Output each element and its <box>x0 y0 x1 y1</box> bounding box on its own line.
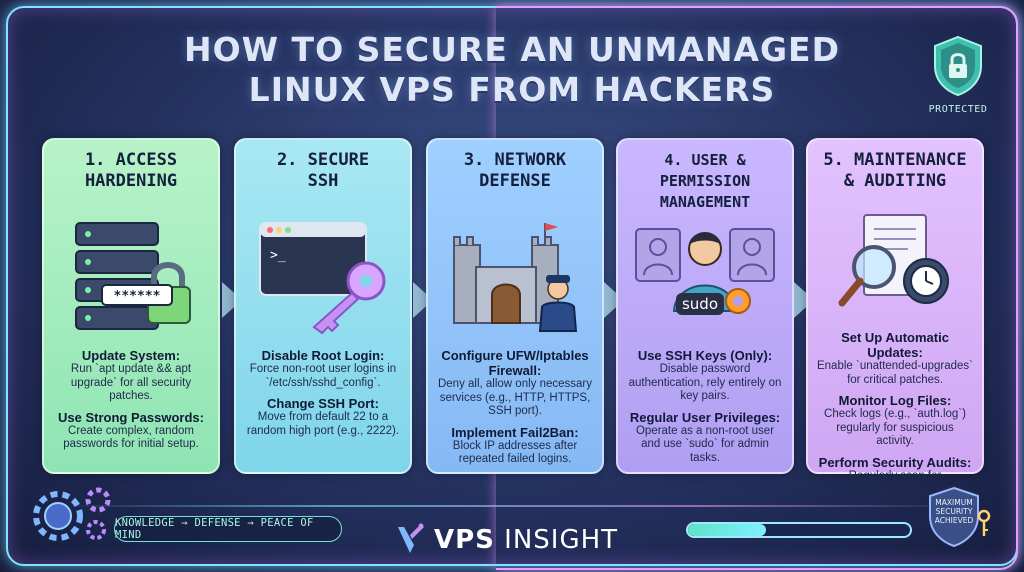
step-card-access-hardening: 1. ACCESS HARDENING ****** Update System… <box>42 138 220 474</box>
step-heading: 1. ACCESS HARDENING <box>52 150 210 206</box>
server-padlock-icon: ****** <box>52 206 210 344</box>
step-item-title: Perform Security Audits: <box>818 454 972 470</box>
vps-insight-logo-icon <box>398 523 424 553</box>
step-item-desc: Deny all, allow only necessary services … <box>437 378 593 417</box>
step-heading-text: 3. NETWORK DEFENSE <box>463 150 567 191</box>
step-item-title: Update System: <box>81 348 181 363</box>
brand-wordmark: VPS INSIGHT <box>434 525 618 555</box>
gears-icon <box>26 480 116 550</box>
brand-logo: VPS INSIGHT <box>396 520 618 560</box>
step-item-desc: Run `apt update && apt upgrade` for all … <box>70 363 192 402</box>
protected-badge: PROTECTED <box>923 34 993 124</box>
security-progress-bar <box>686 522 912 538</box>
brand-bold: VPS <box>434 525 495 555</box>
page-title: HOW TO SECURE AN UNMANAGED LINUX VPS FRO… <box>0 30 1024 110</box>
step-heading-text: 2. SECURE SSH <box>276 150 370 191</box>
brand-rest: INSIGHT <box>494 525 619 555</box>
step-card-maintenance-auditing: 5. MAINTENANCE & AUDITING Set Up Automat… <box>806 138 984 509</box>
password-mask: ****** <box>114 289 161 304</box>
max-security-text: MAXIMUM SECURITY ACHIEVED <box>934 498 974 525</box>
step-item-desc: Check logs (e.g., `auth.log`) regularly … <box>824 408 966 447</box>
step-item-title: Disable Root Login: <box>261 348 385 363</box>
step-card-secure-ssh: 2. SECURE SSH >_ Disable Root Login: For… <box>234 138 412 474</box>
users-sudo-icon: sudo <box>626 206 784 344</box>
step-item-title: Use SSH Keys (Only): <box>637 348 773 363</box>
step-item-title: Use Strong Passwords: <box>58 409 204 425</box>
step-heading: 5. MAINTENANCE & AUDITING <box>816 150 974 206</box>
protected-label: PROTECTED <box>928 104 988 115</box>
step-item-desc: Disable password authentication, rely en… <box>628 363 782 402</box>
step-item-desc: Create complex, random passwords for ini… <box>63 424 199 451</box>
step-item-title: Monitor Log Files: <box>838 393 952 408</box>
step-item-title: Regular User Privileges: <box>629 409 781 425</box>
step-heading: 3. NETWORK DEFENSE <box>436 150 594 206</box>
step-item-desc: Enable `unattended-upgrades` for critica… <box>816 360 973 386</box>
step-heading-text: 5. MAINTENANCE & AUDITING <box>823 150 967 191</box>
security-progress-fill <box>688 524 766 536</box>
step-heading: 4. USER & PERMISSION MANAGEMENT <box>626 150 784 211</box>
step-heading: 2. SECURE SSH <box>244 150 402 206</box>
step-item-title: Set Up Automatic Updates: <box>841 330 949 360</box>
step-item-title: Change SSH Port: <box>267 396 379 411</box>
step-card-network-defense: 3. NETWORK DEFENSE Configure UFW/Iptable… <box>426 138 604 474</box>
glow-frame <box>6 6 1018 570</box>
castle-guard-icon <box>436 206 594 344</box>
step-item-title: Configure UFW/Iptables Firewall: <box>441 348 589 378</box>
audit-magnifier-clock-icon <box>816 206 974 326</box>
sudo-label: sudo <box>682 295 718 313</box>
lock-shield-icon <box>934 35 982 97</box>
shield-key-icon <box>929 486 991 548</box>
max-security-badge: MAXIMUM SECURITY ACHIEVED <box>926 486 991 548</box>
step-heading-text: 4. USER & PERMISSION MANAGEMENT <box>659 151 751 211</box>
step-item-desc: Operate as a non-root user and use `sudo… <box>635 424 775 464</box>
terminal-prompt: >_ <box>270 248 286 263</box>
title-line-1: HOW TO SECURE AN UNMANAGED <box>184 30 840 69</box>
title-line-2: LINUX VPS FROM HACKERS <box>248 70 776 109</box>
tagline-pill: KNOWLEDGE → DEFENSE → PEACE OF MIND <box>114 516 342 542</box>
terminal-key-icon: >_ <box>244 206 402 344</box>
step-heading-text: 1. ACCESS HARDENING <box>84 150 178 191</box>
step-item-title: Implement Fail2Ban: <box>451 424 579 440</box>
step-item-desc: Force non-root user logins in `/etc/ssh/… <box>249 363 397 389</box>
step-item-desc: Block IP addresses after repeated failed… <box>452 439 578 466</box>
step-item-desc: Move from default 22 to a random high po… <box>246 411 400 437</box>
footer-glow-line <box>60 505 966 507</box>
step-card-user-permission: 4. USER & PERMISSION MANAGEMENT sudo Use… <box>616 138 794 474</box>
